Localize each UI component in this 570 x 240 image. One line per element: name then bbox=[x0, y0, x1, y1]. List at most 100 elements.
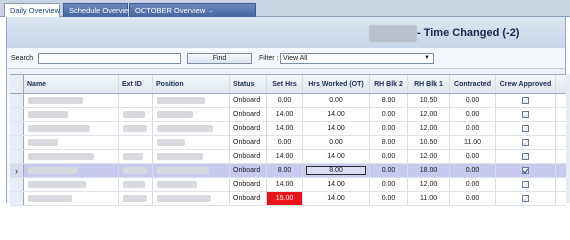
redacted-text bbox=[123, 111, 145, 118]
column-header-rh-blk1[interactable]: RH Blk 1 bbox=[408, 75, 450, 93]
cell-position bbox=[153, 108, 230, 121]
cell-status-value: Onboard bbox=[233, 153, 261, 160]
redacted-text bbox=[157, 111, 193, 118]
tab-daily-overview[interactable]: Daily Overview bbox=[4, 3, 60, 17]
search-row: Search Find Filter : View All ▼ bbox=[7, 50, 565, 66]
cell-status: Onboard bbox=[230, 108, 267, 121]
row-indicator[interactable]: › bbox=[10, 164, 24, 177]
cell-status-value: Onboard bbox=[233, 111, 261, 118]
cell-crew-approved[interactable] bbox=[496, 94, 556, 107]
cell-hrs-worked-value: 14.00 bbox=[327, 153, 345, 160]
column-header-set-hrs[interactable]: Set Hrs bbox=[267, 75, 303, 93]
cell-crew-approved[interactable] bbox=[496, 192, 556, 205]
vertical-scrollbar[interactable] bbox=[566, 74, 570, 203]
cell-set-hrs: 0.00 bbox=[267, 94, 303, 107]
column-header-position[interactable]: Position bbox=[153, 75, 230, 93]
redacted-text bbox=[123, 153, 143, 160]
cell-rh-blk1: 12.00 bbox=[408, 150, 450, 163]
cell-rh-blk2: 0.00 bbox=[370, 164, 408, 177]
cell-hrs-worked-value: 14.00 bbox=[327, 181, 345, 188]
cell-hrs-worked-value[interactable]: 8.00 bbox=[306, 166, 366, 175]
redacted-text bbox=[28, 153, 94, 160]
cell-status-value: Onboard bbox=[233, 167, 261, 174]
column-header-hrs-worked[interactable]: Hrs Worked (OT) bbox=[303, 75, 370, 93]
crew-approved-checkbox[interactable] bbox=[522, 181, 529, 188]
row-indicator[interactable] bbox=[10, 178, 24, 191]
cell-hrs-worked: 14.00 bbox=[303, 122, 370, 135]
crew-approved-checkbox[interactable] bbox=[522, 139, 529, 146]
cell-crew-approved[interactable] bbox=[496, 150, 556, 163]
cell-set-hrs-value: 0.00 bbox=[277, 97, 292, 104]
cell-hrs-worked: 14.00 bbox=[303, 108, 370, 121]
crew-approved-checkbox[interactable] bbox=[522, 153, 529, 160]
cell-ext-id bbox=[119, 94, 153, 107]
column-header-contracted[interactable]: Contracted bbox=[450, 75, 496, 93]
redacted-text bbox=[28, 195, 72, 202]
search-input[interactable] bbox=[38, 53, 181, 64]
redacted-text bbox=[157, 181, 197, 188]
cell-hrs-worked-value: 14.00 bbox=[327, 111, 345, 118]
tab-schedule-overview[interactable]: Schedule Overview bbox=[63, 3, 134, 17]
cell-name bbox=[24, 108, 119, 121]
redacted-text bbox=[28, 111, 68, 118]
cell-hrs-worked: 0.00 bbox=[303, 136, 370, 149]
find-button[interactable]: Find bbox=[187, 53, 252, 64]
crew-approved-checkbox[interactable] bbox=[522, 195, 529, 202]
crew-approved-checkbox[interactable] bbox=[522, 167, 529, 174]
cell-hrs-worked: 14.00 bbox=[303, 150, 370, 163]
cell-rh-blk2: 0.00 bbox=[370, 192, 408, 205]
redacted-text bbox=[28, 181, 86, 188]
cell-rh-blk1-value: 12.00 bbox=[419, 153, 438, 160]
redacted-text bbox=[157, 97, 205, 104]
cell-crew-approved[interactable] bbox=[496, 122, 556, 135]
row-indicator[interactable] bbox=[10, 108, 24, 121]
cell-status: Onboard bbox=[230, 94, 267, 107]
cell-hrs-worked-value: 14.00 bbox=[327, 125, 345, 132]
cell-set-hrs-value: 8.00 bbox=[277, 167, 292, 174]
row-indicator[interactable] bbox=[10, 150, 24, 163]
cell-crew-approved[interactable] bbox=[496, 108, 556, 121]
cell-crew-approved[interactable] bbox=[496, 136, 556, 149]
cell-rh-blk1-value: 18.00 bbox=[419, 167, 438, 174]
cell-set-hrs-value: 14.00 bbox=[275, 125, 294, 132]
column-header-rh-blk2[interactable]: RH Blk 2 bbox=[370, 75, 408, 93]
column-header-ext-id[interactable]: Ext ID bbox=[119, 75, 153, 93]
cell-ext-id bbox=[119, 150, 153, 163]
cell-contracted-value: 0.00 bbox=[465, 97, 480, 104]
row-indicator[interactable] bbox=[10, 136, 24, 149]
redacted-text bbox=[157, 139, 185, 146]
crew-approved-checkbox[interactable] bbox=[522, 97, 529, 104]
filter-dropdown[interactable]: View All ▼ bbox=[280, 53, 434, 64]
cell-set-hrs: 0.00 bbox=[267, 136, 303, 149]
row-indicator[interactable] bbox=[10, 122, 24, 135]
cell-contracted: 0.00 bbox=[450, 122, 496, 135]
cell-rh-blk2: 0.00 bbox=[370, 108, 408, 121]
row-indicator[interactable] bbox=[10, 94, 24, 107]
column-header-name[interactable]: Name bbox=[24, 75, 119, 93]
cell-status-value: Onboard bbox=[233, 181, 261, 188]
column-header-crew-approved[interactable]: Crew Approved bbox=[496, 75, 556, 93]
tab-strip: Daily Overview Schedule Overview OCTOBER… bbox=[0, 0, 570, 17]
chevron-down-icon[interactable]: ▼ bbox=[424, 55, 430, 61]
crew-approved-checkbox[interactable] bbox=[522, 125, 529, 132]
cell-crew-approved[interactable] bbox=[496, 178, 556, 191]
cell-ext-id bbox=[119, 164, 153, 177]
cell-crew-approved[interactable] bbox=[496, 164, 556, 177]
crew-hours-grid: Name Ext ID Position Status Set Hrs Hrs … bbox=[10, 74, 566, 206]
cell-contracted-value: 0.00 bbox=[465, 181, 480, 188]
close-icon[interactable]: – bbox=[209, 9, 213, 15]
tab-october-overview[interactable]: OCTOBER Overview– bbox=[129, 3, 256, 17]
column-header-status[interactable]: Status bbox=[230, 75, 267, 93]
cell-set-hrs-value: 14.00 bbox=[275, 111, 294, 118]
crew-approved-checkbox[interactable] bbox=[522, 111, 529, 118]
row-indicator[interactable] bbox=[10, 192, 24, 205]
cell-hrs-worked-value: 0.00 bbox=[329, 139, 343, 146]
